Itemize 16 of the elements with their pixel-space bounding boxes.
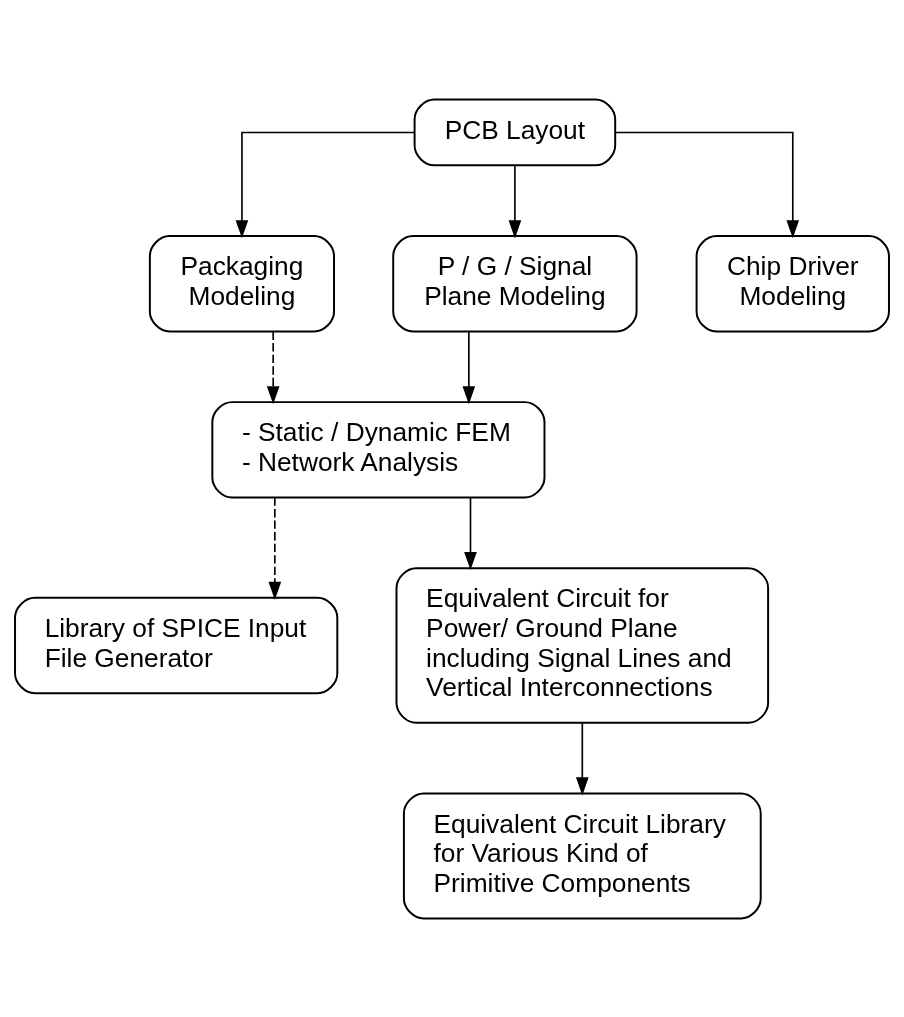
node-box: Packaging Modeling bbox=[148, 234, 335, 332]
node-box: Equivalent Circuit for Power/ Ground Plane including Signal Lines and Vertical Interconnections bbox=[395, 566, 770, 724]
arrow bbox=[268, 496, 282, 600]
arrow bbox=[614, 131, 800, 238]
node-box: Library of SPICE Input File Generator bbox=[14, 596, 339, 694]
arrow bbox=[464, 496, 477, 570]
node-box: Equivalent Circuit Library for Various Kind of Primitive Components bbox=[402, 791, 762, 919]
node-box: - Static / Dynamic FEM - Network Analysis bbox=[211, 400, 546, 498]
arrow bbox=[462, 330, 476, 404]
arrow bbox=[235, 131, 415, 238]
node-box: PCB Layout bbox=[413, 98, 617, 166]
arrow bbox=[266, 330, 280, 404]
node-box: Chip Driver Modeling bbox=[695, 234, 890, 332]
arrow bbox=[575, 721, 589, 795]
arrow bbox=[508, 164, 522, 238]
node-box: P / G / Signal Plane Modeling bbox=[392, 234, 638, 332]
